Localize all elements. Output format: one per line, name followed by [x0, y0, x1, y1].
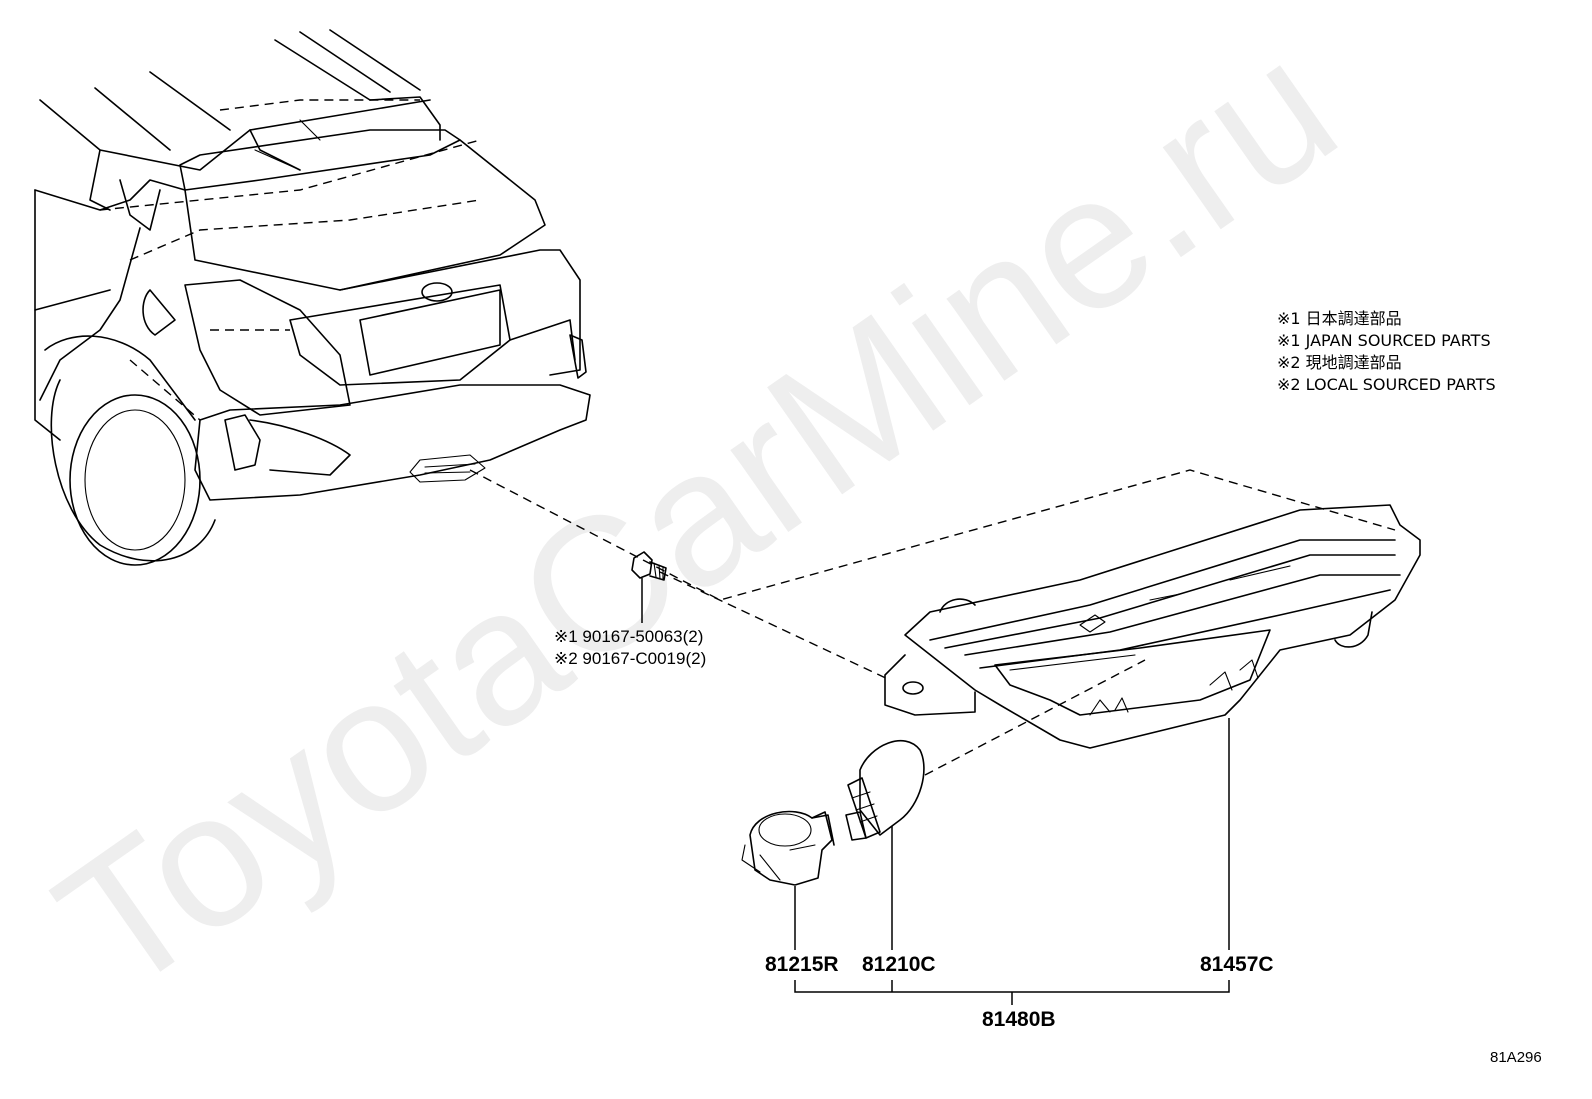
lens-part-number: 81457C — [1200, 953, 1274, 976]
watermark: ToyotaCarMine.ru — [22, 0, 1372, 1034]
rear-fog-lamp-housing — [884, 504, 1421, 950]
bulb-part-number: 81210C — [862, 953, 936, 976]
screw-part-number-japan: ※1 90167-50063(2) — [554, 627, 703, 646]
bulb-part — [845, 739, 925, 950]
legend-line-2: ※1 JAPAN SOURCED PARTS — [1277, 331, 1491, 350]
assembly-bracket — [794, 980, 1230, 1005]
screw-part — [631, 551, 667, 623]
sourcing-legend: ※1 日本調達部品 ※1 JAPAN SOURCED PARTS ※2 現地調達… — [1277, 309, 1496, 394]
legend-line-3: ※2 現地調達部品 — [1277, 353, 1402, 372]
assembly-guide-lines — [469, 469, 1396, 776]
assembly-part-number: 81480B — [982, 1008, 1056, 1031]
legend-line-1: ※1 日本調達部品 — [1277, 309, 1402, 328]
socket-part — [741, 810, 835, 950]
screw-part-number-local: ※2 90167-C0019(2) — [554, 649, 706, 668]
figure-id: 81A296 — [1490, 1049, 1542, 1066]
legend-line-4: ※2 LOCAL SOURCED PARTS — [1277, 375, 1496, 394]
vehicle-rear-illustration — [34, 29, 591, 566]
socket-part-number: 81215R — [765, 953, 839, 976]
